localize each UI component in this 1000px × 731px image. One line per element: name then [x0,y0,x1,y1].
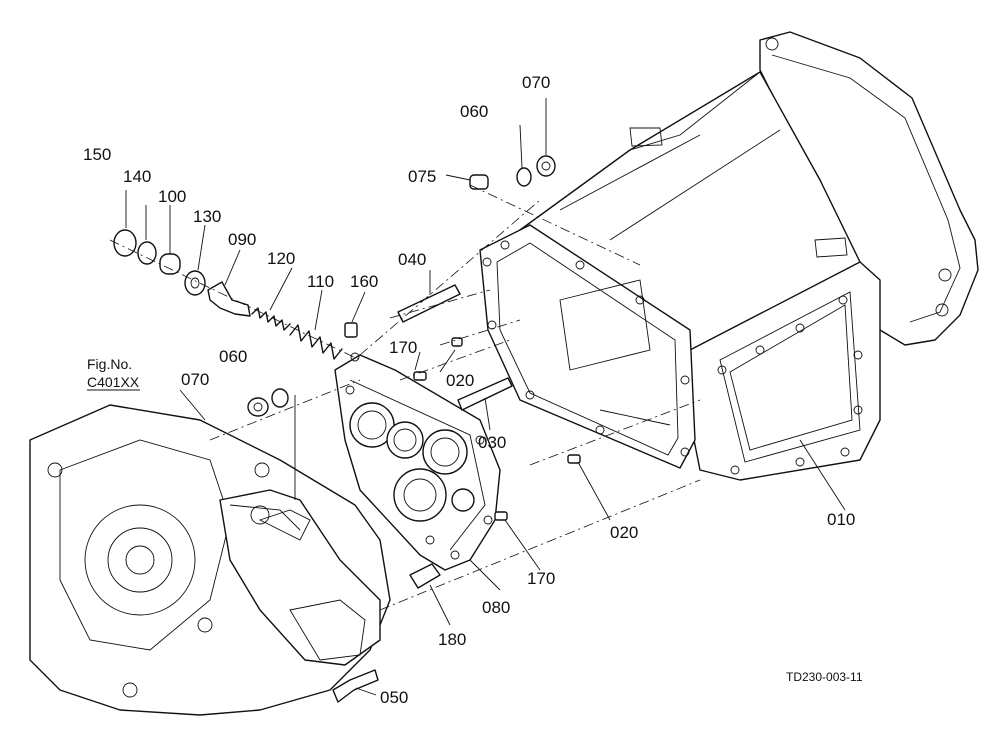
callout-080: 080 [482,598,510,617]
callout-110: 110 [307,272,334,291]
small-parts [113,155,581,703]
callout-070-upper: 070 [522,73,550,92]
callout-170-lower: 170 [527,569,555,588]
reference-figure-number: C401XX [87,374,140,390]
callout-170-upper: 170 [389,338,417,357]
callout-140: 140 [123,167,151,186]
callout-020-lower: 020 [610,523,638,542]
part-010-transmission-case [479,31,979,481]
drawing-code: TD230-003-11 [786,670,863,684]
callout-040: 040 [398,250,426,269]
callout-020-upper: 020 [446,371,474,390]
part-080-cover-plate [334,352,501,571]
reference-housing [29,404,391,716]
callout-120: 120 [267,249,295,268]
callout-100: 100 [158,187,186,206]
reference-figure-label: Fig.No. [87,356,132,372]
callout-030: 030 [478,433,506,452]
callout-060-lower: 060 [219,347,247,366]
callout-060-upper: 060 [460,102,488,121]
callout-070-lower: 070 [181,370,209,389]
callout-130: 130 [193,207,221,226]
callout-010: 010 [827,510,855,529]
callout-150: 150 [83,145,111,164]
callout-180: 180 [438,630,466,649]
callout-labels: 150 140 100 130 090 120 110 160 040 075 … [83,73,863,707]
callout-160: 160 [350,272,378,291]
callout-090: 090 [228,230,256,249]
callout-050: 050 [380,688,408,707]
callout-075: 075 [408,167,436,186]
leader-lines [109,98,846,696]
